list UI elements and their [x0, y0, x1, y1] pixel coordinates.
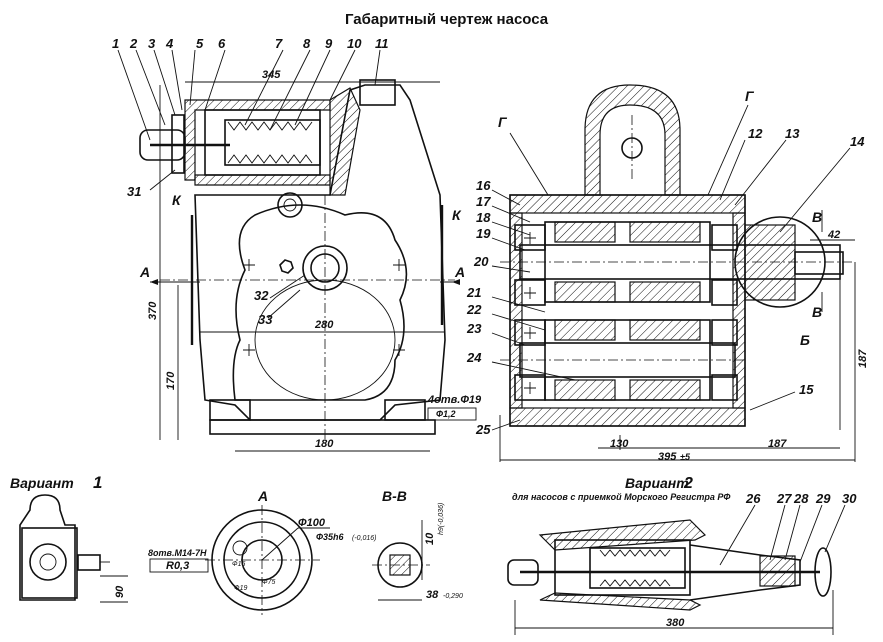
- dim-10: 10: [424, 532, 436, 545]
- view-bb-drawing: [372, 520, 430, 601]
- r03-note: R0,3: [166, 560, 189, 572]
- callout-7: 7: [275, 36, 283, 51]
- callout-20: 20: [473, 254, 489, 269]
- callout-28: 28: [793, 491, 809, 506]
- dim-d100: Ф100: [298, 517, 326, 529]
- callout-6: 6: [218, 36, 226, 51]
- dim-d15: Ф15: [232, 561, 245, 568]
- callout-21: 21: [466, 285, 481, 300]
- callout-29: 29: [815, 491, 831, 506]
- callout-31: 31: [127, 184, 141, 199]
- section-letter-k-right: К: [452, 207, 462, 223]
- callout-15: 15: [799, 382, 814, 397]
- callout-16: 16: [476, 178, 491, 193]
- side-view-dimensions: [150, 81, 460, 452]
- variant-2-subtitle: для насосов с приемкой Морского Регистра…: [512, 492, 730, 502]
- dim-38: 38: [426, 589, 439, 601]
- callout-33: 33: [258, 312, 273, 327]
- callout-10: 10: [347, 36, 362, 51]
- section-letter-k-left: К: [172, 192, 182, 208]
- dim-130: 130: [610, 438, 629, 450]
- callout-24: 24: [466, 350, 482, 365]
- callout-1: 1: [112, 36, 119, 51]
- callout-32: 32: [254, 288, 269, 303]
- side-view: [139, 79, 455, 440]
- callout-23: 23: [466, 321, 482, 336]
- holes-m14-note: 8отв.М14-7Н: [148, 548, 207, 558]
- callout-27: 27: [776, 491, 792, 506]
- callout-4: 4: [165, 36, 174, 51]
- view-a-drawing: [205, 505, 330, 615]
- section-letter-a-left: А: [139, 264, 150, 280]
- callout-12: 12: [748, 126, 763, 141]
- variant-1-label: Вариант: [10, 475, 74, 491]
- callout-26: 26: [745, 491, 761, 506]
- view-a-label: А: [257, 488, 268, 504]
- side-view-callouts: [117, 49, 381, 319]
- drawing-title: Габаритный чертеж насоса: [345, 11, 549, 28]
- callout-9: 9: [325, 36, 333, 51]
- callout-5: 5: [196, 36, 204, 51]
- callout-30: 30: [842, 491, 857, 506]
- dim-345: 345: [262, 69, 281, 81]
- callout-3: 3: [148, 36, 156, 51]
- callout-17: 17: [476, 194, 491, 209]
- dim-d35-tolerance: (-0,016): [352, 535, 377, 542]
- callout-19: 19: [476, 226, 491, 241]
- section-view: [499, 84, 856, 462]
- dim-380: 380: [666, 617, 685, 629]
- dim-395: 395: [658, 451, 677, 463]
- callout-11: 11: [375, 36, 389, 51]
- variant-1-drawing: [19, 494, 128, 603]
- holes-19-note: 4отв.Ф19: [427, 394, 482, 406]
- dim-38-tolerance: -0,290: [443, 593, 463, 600]
- variant-2-label: Вариант: [625, 475, 689, 491]
- variant-2-number: 2: [683, 475, 693, 492]
- view-bb-label: В-В: [382, 488, 407, 504]
- section-letter-v-top: В: [812, 209, 822, 225]
- callout-2: 2: [129, 36, 138, 51]
- section-view-callouts: [491, 104, 851, 431]
- variant-2-callouts: [719, 504, 846, 566]
- section-letter-b: Б: [800, 332, 810, 348]
- section-letter-g-left: Г: [498, 114, 508, 130]
- dim-180: 180: [315, 438, 334, 450]
- section-letter-v-bottom: В: [812, 304, 822, 320]
- dim-90: 90: [114, 585, 126, 598]
- dim-395-tolerance: ±5: [680, 452, 691, 462]
- callout-13: 13: [785, 126, 800, 141]
- dim-42: 42: [827, 229, 840, 241]
- dim-d35: Ф35h6: [316, 532, 345, 542]
- variant-2-drawing: [507, 519, 834, 635]
- dim-370: 370: [147, 301, 159, 320]
- dim-d19: Ф19: [234, 585, 247, 592]
- tolerance-19: Ф1,2: [436, 409, 456, 419]
- dim-187-horizontal: 187: [768, 438, 787, 450]
- section-letter-a-right: А: [454, 264, 465, 280]
- dim-187-vertical: 187: [857, 349, 869, 368]
- dim-280: 280: [314, 319, 334, 331]
- dim-10-tolerance: h9(-0,036): [438, 503, 445, 535]
- callout-22: 22: [466, 302, 482, 317]
- callout-25: 25: [475, 422, 491, 437]
- callout-8: 8: [303, 36, 311, 51]
- callout-14: 14: [850, 134, 865, 149]
- callout-18: 18: [476, 210, 491, 225]
- dim-170: 170: [165, 371, 177, 390]
- section-letter-g-right: Г: [745, 88, 755, 104]
- dim-d75: Ф75: [262, 579, 275, 586]
- variant-1-number: 1: [93, 473, 102, 492]
